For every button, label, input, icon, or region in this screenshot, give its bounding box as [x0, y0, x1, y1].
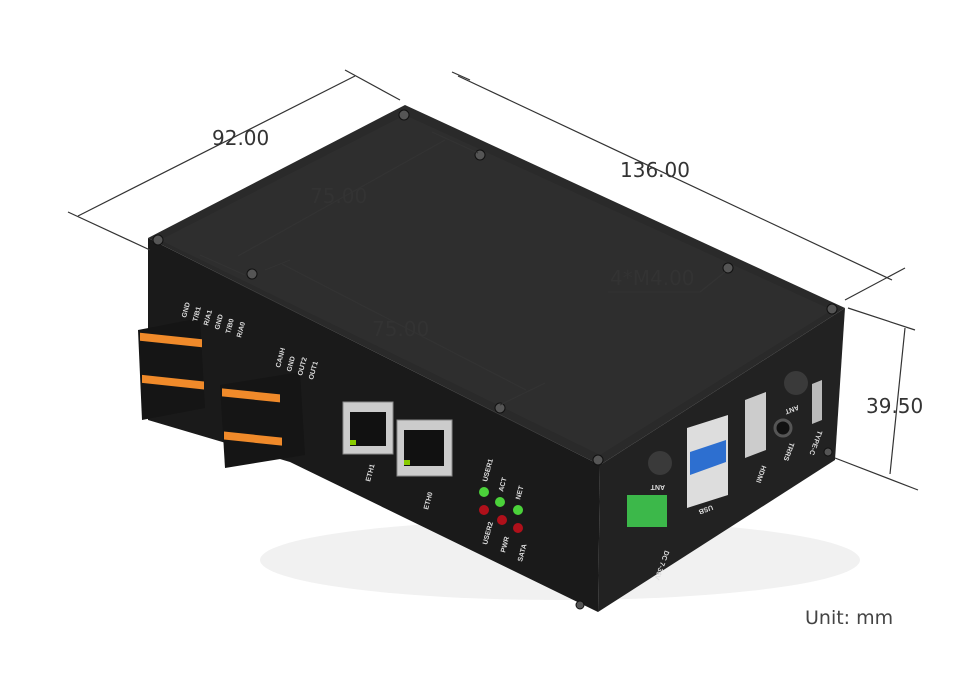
- label-out2: OUT2: [297, 357, 309, 377]
- dimension-depth: 92.00: [212, 126, 269, 150]
- dimension-lines: [67, 69, 919, 491]
- label-ra0: R/A0: [236, 321, 247, 338]
- device-labels: GND T/B1 R/A1 GND T/B0 R/A0 CANH GND OUT…: [181, 302, 823, 581]
- label-canh: CANH: [275, 347, 287, 368]
- label-ra1: R/A1: [203, 309, 214, 326]
- label-eth0: ETH0: [423, 491, 434, 510]
- label-tb0: T/B0: [225, 318, 236, 335]
- label-gnd2: GND: [214, 314, 225, 331]
- label-tb1: T/B1: [192, 306, 203, 323]
- case-top-panel: [160, 115, 832, 455]
- unit-label: Unit: mm: [805, 607, 893, 629]
- label-eth1: ETH1: [365, 463, 376, 482]
- terminal-block-a: [138, 318, 205, 420]
- screw-icons: [152, 109, 838, 610]
- ethernet-ports: [342, 401, 453, 477]
- label-out1: OUT1: [308, 361, 320, 381]
- dimension-hole-spacing-long: 75.00: [372, 317, 429, 341]
- label-gnd: GND: [181, 302, 192, 319]
- label-pwr: PWR: [500, 536, 511, 554]
- side-ports: [627, 371, 822, 527]
- label-usb: USB: [697, 503, 713, 515]
- status-leds: [479, 487, 523, 533]
- label-ant: ANT: [650, 483, 665, 490]
- label-ant2: ANT: [783, 403, 800, 415]
- dimension-length: 136.00: [620, 158, 690, 182]
- dimension-mount-holes: 4*M4.00: [610, 266, 695, 290]
- label-act: ACT: [498, 476, 509, 492]
- dimension-hole-spacing-short: 75.00: [310, 184, 367, 208]
- terminal-block-b: [220, 372, 305, 468]
- label-sata: SATA: [517, 543, 528, 562]
- label-net: NET: [515, 484, 526, 500]
- dimension-height: 39.50: [866, 394, 923, 418]
- label-gnd3: GND: [286, 356, 297, 373]
